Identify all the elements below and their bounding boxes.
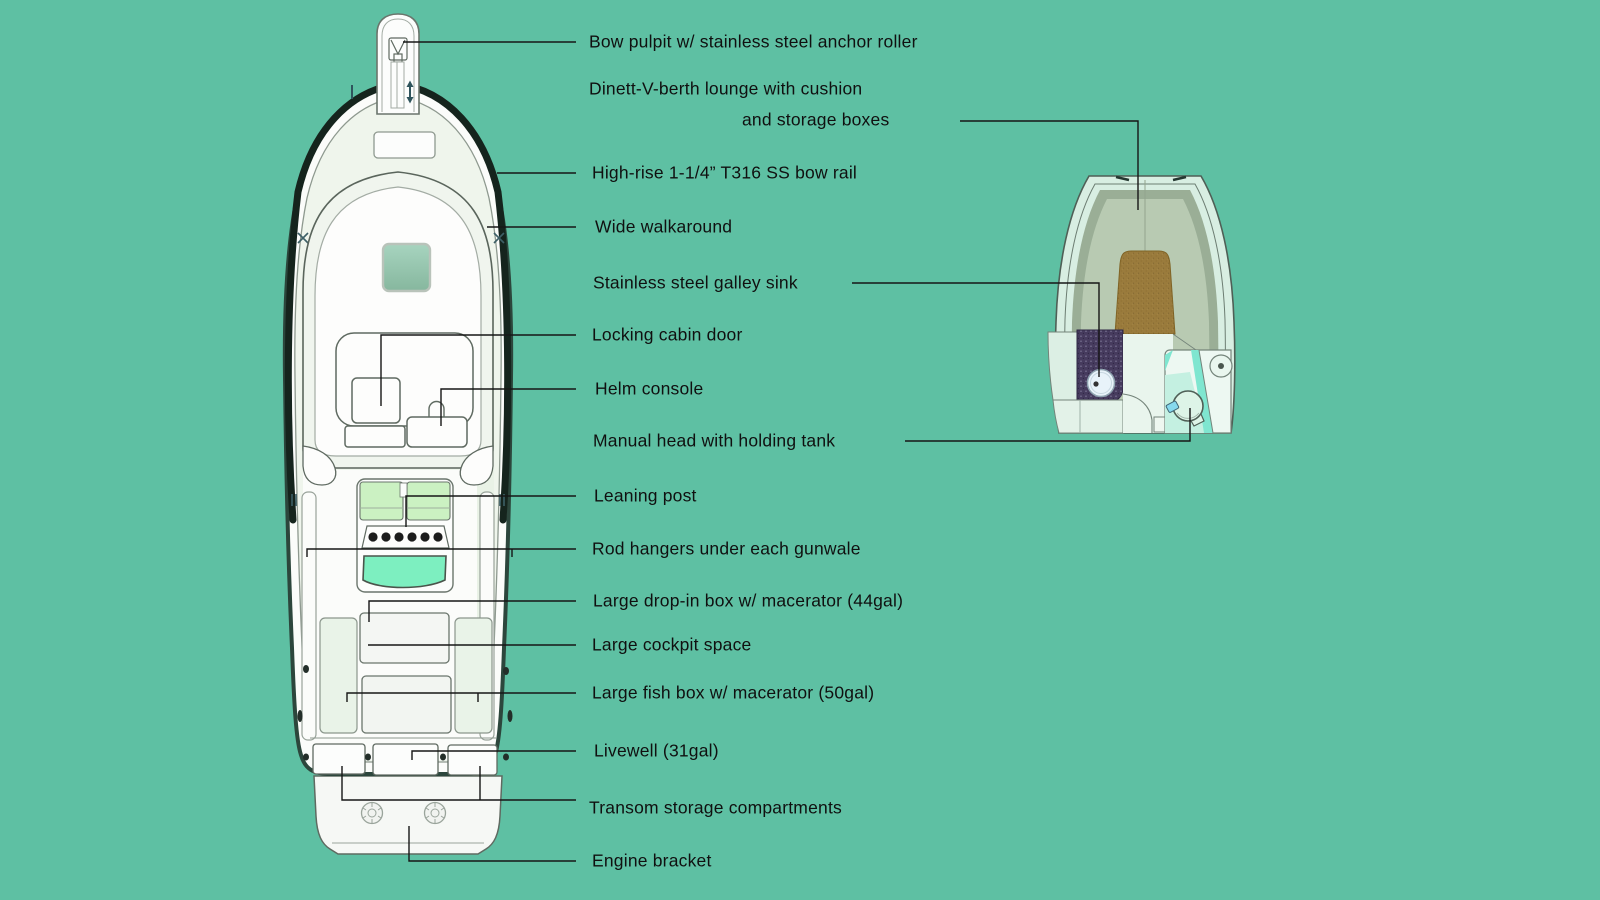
cabin-cutaway-view (1047, 175, 1236, 434)
helm-bench (344, 425, 406, 448)
head-wall-accent (1191, 350, 1213, 433)
leader-transom-storage (341, 766, 576, 801)
callout-cockpit-space: Large cockpit space (592, 634, 752, 655)
rod-holders (368, 532, 443, 542)
leader-leaning-post (405, 495, 576, 527)
callout-transom-storage: Transom storage compartments (589, 797, 842, 818)
steering-wheel (428, 400, 445, 417)
table-base (1209, 354, 1233, 378)
callout-walkaround: Wide walkaround (595, 216, 733, 237)
cabin-top-ticks (1115, 175, 1187, 182)
callout-helm-console: Helm console (595, 378, 704, 399)
leader-manual-head (905, 408, 1191, 442)
leaning-post-cushion-left (359, 481, 404, 521)
engine-bracket (313, 775, 503, 855)
callout-engine-bracket: Engine bracket (592, 850, 712, 871)
roof-hatch (381, 242, 432, 293)
leader-galley-sink (852, 282, 1100, 377)
motor-mount-left (360, 801, 384, 825)
fish-box-left (319, 617, 358, 734)
leader-lines (306, 41, 1191, 862)
leader-drop-in-box (368, 600, 576, 622)
helm-station (335, 332, 474, 448)
leaning-post-cushion-right (406, 481, 451, 521)
transom-box-right (447, 744, 498, 776)
callout-galley-sink: Stainless steel galley sink (593, 272, 798, 293)
callout-drop-in-box: Large drop-in box w/ macerator (44gal) (593, 590, 904, 611)
callout-dinette-line2: and storage boxes (742, 109, 890, 130)
callout-leaning-post: Leaning post (594, 485, 697, 506)
foredeck-hatch (373, 131, 436, 159)
motor-mount-right (423, 801, 447, 825)
cleats (291, 232, 505, 506)
callout-manual-head: Manual head with holding tank (593, 430, 836, 451)
leader-engine-bracket (408, 826, 576, 862)
helm-console (406, 416, 468, 448)
galley-cabinet (1052, 399, 1124, 434)
head-compartment (1164, 349, 1233, 434)
head-fixture (1165, 400, 1180, 413)
side-wing-right (459, 445, 494, 486)
side-wing-left (302, 445, 337, 486)
leader-livewell (411, 750, 576, 760)
callout-bow-pulpit: Bow pulpit w/ stainless steel anchor rol… (589, 31, 918, 52)
leader-dinette (960, 120, 1139, 210)
leader-helm-console (440, 388, 576, 426)
gunwale-panel-left (301, 491, 317, 741)
boat-top-view (282, 13, 514, 855)
center-deck-box (361, 675, 452, 734)
rod-holder-panel (361, 525, 450, 549)
fish-box-right (454, 617, 493, 734)
leaning-post (356, 478, 454, 593)
galley-sink (1086, 368, 1116, 398)
callout-bow-rail: High-rise 1-1/4” T316 SS bow rail (592, 162, 857, 183)
cabin-door (351, 377, 401, 424)
bow-arrow-right (406, 80, 414, 104)
bow-pulpit (376, 13, 420, 115)
transom-box-left (312, 743, 366, 775)
anchor-roller (388, 37, 408, 109)
callout-dinette-line1: Dinett-V-berth lounge with cushion (589, 78, 863, 99)
toilet (1172, 390, 1205, 427)
leader-rod-hangers (306, 548, 576, 557)
livewell-box (372, 743, 439, 776)
callout-livewell: Livewell (31gal) (594, 740, 719, 761)
drop-in-box (359, 612, 450, 664)
callout-cabin-door: Locking cabin door (592, 324, 743, 345)
callout-rod-hangers: Rod hangers under each gunwale (592, 538, 861, 559)
bait-cooler (362, 555, 447, 589)
deck-bolts (297, 665, 513, 761)
callout-fish-box: Large fish box w/ macerator (50gal) (592, 682, 875, 703)
leader-fish-box (346, 692, 576, 702)
galley-side-panel (1047, 331, 1078, 401)
leader-cabin-door (380, 334, 576, 406)
